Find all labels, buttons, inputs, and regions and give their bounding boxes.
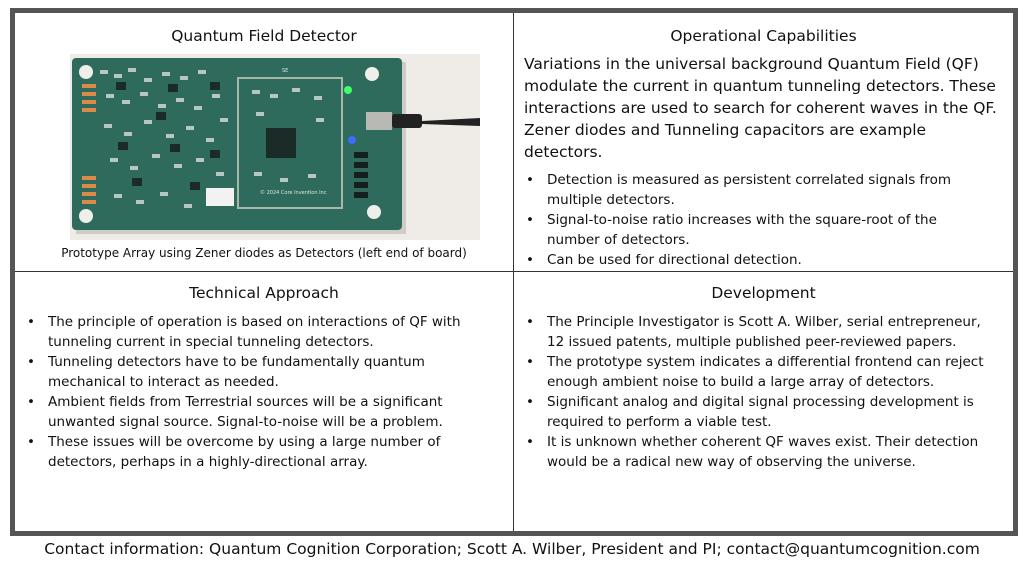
usb-connector xyxy=(366,112,392,130)
contact-footer: Contact information: Quantum Cognition C… xyxy=(44,540,980,558)
list-item: The Principle Investigator is Scott A. W… xyxy=(514,312,1013,352)
list-item: It is unknown whether coherent QF waves … xyxy=(514,432,1013,472)
board-label-print: SE xyxy=(282,68,288,74)
list-item: Significant analog and digital signal pr… xyxy=(514,392,1013,432)
development-panel: Development The Principle Investigator i… xyxy=(514,272,1013,531)
detector-panel: Quantum Field Detector xyxy=(15,13,513,271)
list-item: Detection is measured as persistent corr… xyxy=(514,170,1013,210)
capabilities-list: Detection is measured as persistent corr… xyxy=(514,170,1013,270)
status-led-blue xyxy=(348,136,356,144)
list-item: These issues will be overcome by using a… xyxy=(15,432,513,472)
detector-title: Quantum Field Detector xyxy=(171,27,357,45)
list-item: Can be used for directional detection. xyxy=(514,250,1013,270)
technical-list: The principle of operation is based on i… xyxy=(15,312,513,472)
board-copyright-print: © 2024 Core Invention Inc xyxy=(260,189,327,196)
list-item: Signal-to-noise ratio increases with the… xyxy=(514,210,1013,250)
technical-panel: Technical Approach The principle of oper… xyxy=(15,272,513,531)
detector-board-photo: © 2024 Core Invention Inc SE xyxy=(70,54,480,240)
photo-caption: Prototype Array using Zener diodes as De… xyxy=(61,246,467,260)
processor-chip xyxy=(266,128,296,158)
vertical-divider xyxy=(513,13,514,531)
capabilities-title: Operational Capabilities xyxy=(670,27,857,45)
horizontal-divider xyxy=(15,271,1013,272)
list-item: Ambient fields from Terrestrial sources … xyxy=(15,392,513,432)
development-title: Development xyxy=(711,284,816,302)
capabilities-panel: Operational Capabilities Variations in t… xyxy=(514,13,1013,271)
slide-frame: Quantum Field Detector xyxy=(10,8,1018,536)
technical-title: Technical Approach xyxy=(189,284,339,302)
status-led-green xyxy=(344,86,352,94)
list-item: The prototype system indicates a differe… xyxy=(514,352,1013,392)
capabilities-intro: Variations in the universal background Q… xyxy=(524,55,997,161)
development-list: The Principle Investigator is Scott A. W… xyxy=(514,312,1013,472)
list-item: Tunneling detectors have to be fundament… xyxy=(15,352,513,392)
list-item: The principle of operation is based on i… xyxy=(15,312,513,352)
